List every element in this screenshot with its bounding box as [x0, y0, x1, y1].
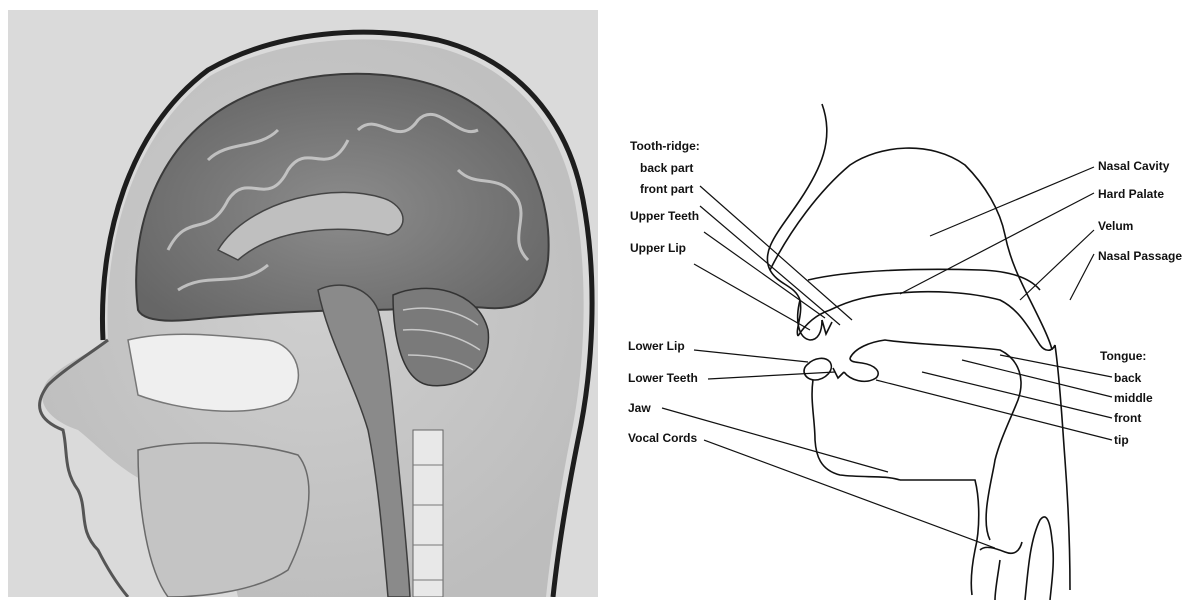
epiglottis-outline	[1025, 517, 1053, 600]
tongue-tip-outline	[844, 358, 878, 381]
label-front-part: front part	[640, 182, 693, 196]
label-nasal-passage: Nasal Passage	[1098, 249, 1182, 263]
label-velum: Velum	[1098, 219, 1133, 233]
mri-illustration	[8, 10, 598, 597]
label-tooth-ridge: Tooth-ridge:	[630, 139, 700, 153]
label-hard-palate: Hard Palate	[1098, 187, 1164, 201]
roof-of-mouth	[798, 292, 1055, 351]
mri-sagittal-image	[8, 10, 598, 597]
label-tongue-tip: tip	[1114, 433, 1129, 447]
vocal-cords-outline	[980, 542, 1022, 553]
larynx-outline	[995, 560, 1000, 600]
pharynx-back-outline	[1055, 345, 1070, 590]
label-lower-lip: Lower Lip	[628, 339, 685, 353]
label-tongue-middle: middle	[1114, 391, 1153, 405]
label-jaw: Jaw	[628, 401, 651, 415]
spine	[413, 430, 443, 597]
label-tongue-back: back	[1114, 371, 1142, 385]
leader-lines	[662, 167, 1112, 548]
label-nasal-cavity: Nasal Cavity	[1098, 159, 1170, 173]
lower-lip-outline	[804, 358, 831, 380]
label-tongue-front: front	[1114, 411, 1141, 425]
vocal-tract-svg: Tooth-ridge: back part front part Upper …	[600, 0, 1191, 600]
upper-teeth-outline	[822, 320, 832, 334]
lower-teeth-outline	[833, 368, 844, 378]
label-upper-lip: Upper Lip	[630, 241, 686, 255]
label-vocal-cords: Vocal Cords	[628, 431, 697, 445]
jaw-outline	[812, 380, 900, 480]
nasal-sinus-region	[128, 334, 298, 411]
label-back-part: back part	[640, 161, 693, 175]
label-lower-teeth: Lower Teeth	[628, 371, 698, 385]
label-upper-teeth: Upper Teeth	[630, 209, 699, 223]
tongue-outline	[850, 340, 1021, 540]
label-tongue: Tongue:	[1100, 349, 1146, 363]
nose-outline	[767, 104, 827, 336]
vocal-tract-outline	[767, 104, 1070, 600]
hard-palate-outline	[808, 269, 1040, 290]
vocal-tract-diagram: Tooth-ridge: back part front part Upper …	[600, 0, 1191, 600]
